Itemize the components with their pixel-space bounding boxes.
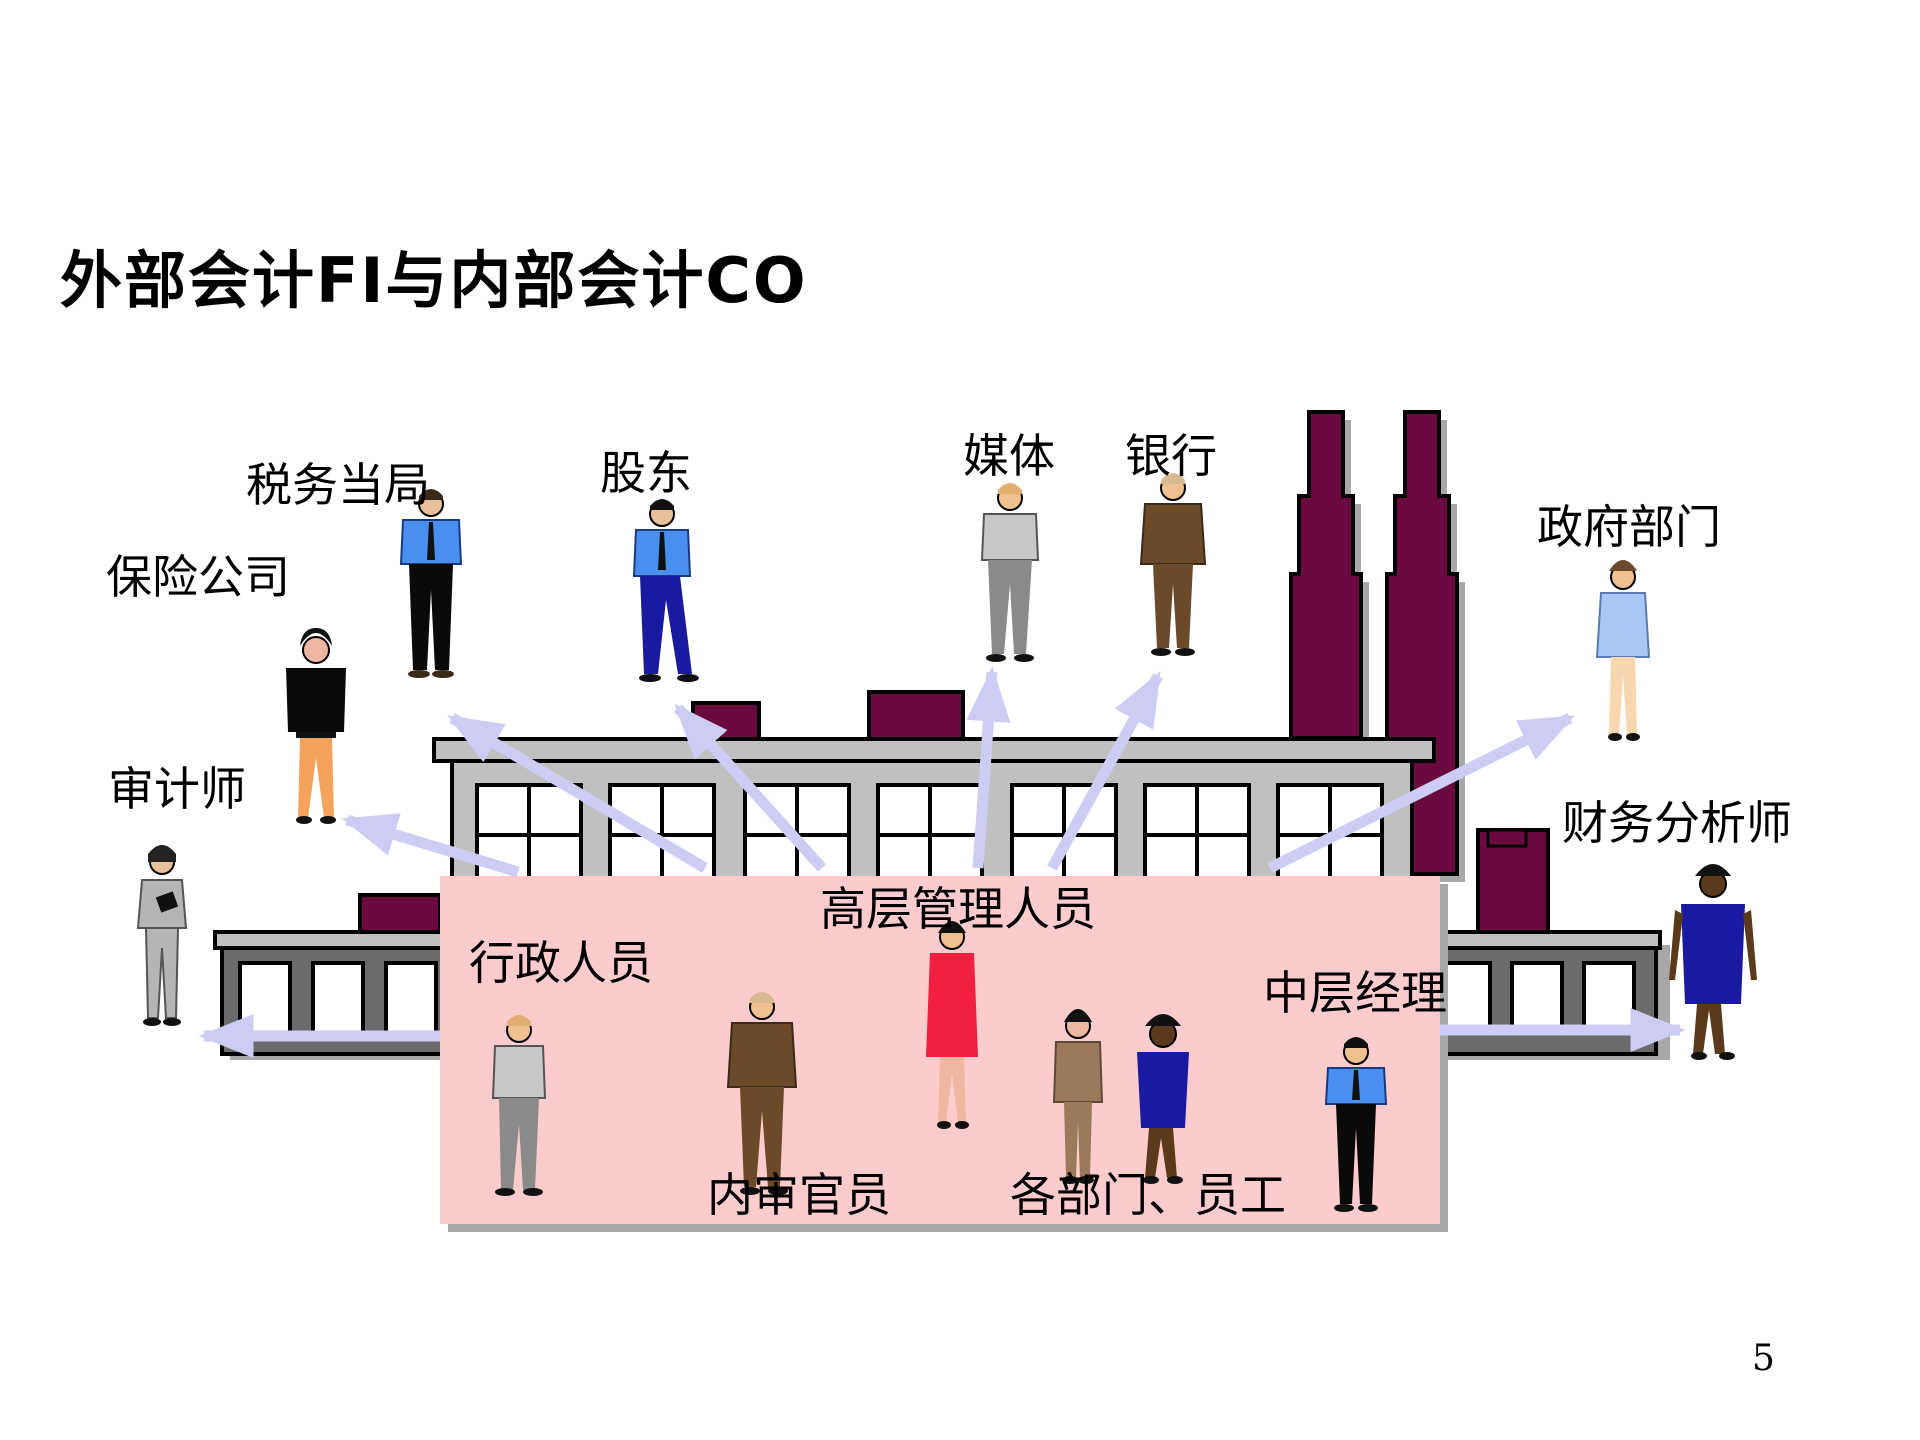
factory-left-wing (213, 930, 460, 1060)
person-government-figure (1595, 560, 1651, 741)
slide-title: 外部会计FI与内部会计CO (60, 244, 808, 317)
person-department-staff-figure-2 (1137, 1014, 1189, 1184)
label-bank: 银行 (1125, 429, 1217, 483)
arrow-to-bank (1047, 671, 1163, 871)
roof-vent (867, 690, 965, 741)
person-auditor-figure (136, 845, 188, 1026)
information-flow-arrows (198, 666, 1686, 1058)
person-internal-auditor-figure (726, 992, 798, 1195)
arrow-to-tax-authority (447, 713, 708, 873)
label-middle-managers: 中层经理 (1263, 966, 1447, 1020)
person-insurance-figure (286, 628, 346, 824)
label-internal-auditors: 内审官员 (707, 1168, 891, 1222)
arrow-to-shareholders (673, 703, 827, 872)
person-senior-manager-figure (926, 921, 978, 1129)
arrow-to-auditor (341, 813, 520, 878)
arrow-to-government (1267, 713, 1575, 873)
person-department-staff-figure-1 (1052, 1009, 1104, 1184)
label-media: 媒体 (963, 429, 1055, 483)
person-middle-manager-figure (1324, 1037, 1388, 1212)
factory-right-wing (1418, 930, 1670, 1060)
arrow-to-media (966, 666, 1011, 869)
label-departments-staff: 各部门、员工 (1010, 1168, 1286, 1222)
chimney-left (1289, 410, 1369, 746)
label-insurance-company: 保险公司 (106, 550, 290, 604)
label-shareholders: 股东 (600, 446, 692, 500)
factory-main-building (432, 737, 1436, 893)
person-media-figure (980, 483, 1040, 662)
page-number: 5 (1752, 1338, 1775, 1379)
roof-vent (358, 893, 442, 937)
label-financial-analyst: 财务分析师 (1562, 796, 1792, 850)
label-tax-authority: 税务当局 (246, 458, 430, 512)
label-administrative-staff: 行政人员 (469, 936, 653, 990)
roof-vent (1486, 828, 1528, 848)
person-tax-authority-figure (399, 489, 463, 678)
person-shareholder-figure (632, 499, 699, 682)
person-bank-figure (1139, 473, 1207, 656)
label-auditor: 审计师 (108, 762, 246, 816)
person-financial-analyst-figure (1669, 864, 1757, 1060)
label-senior-management: 高层管理人员 (820, 882, 1096, 936)
person-admin-figure (491, 1015, 547, 1196)
label-government: 政府部门 (1537, 500, 1721, 554)
